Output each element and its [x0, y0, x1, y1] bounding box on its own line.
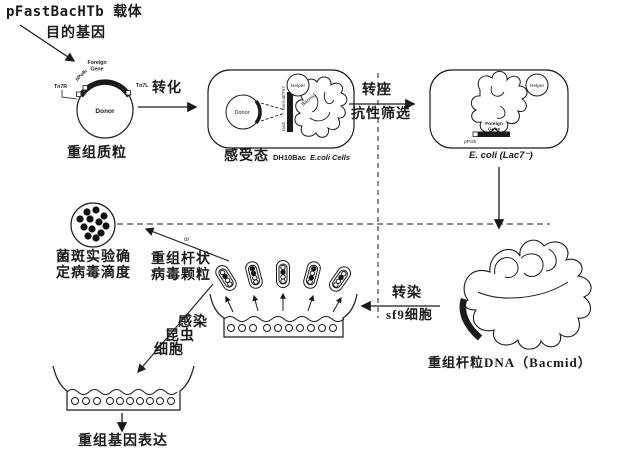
- helper-label-ecoli: Helper: [530, 83, 545, 89]
- bacmid-gene-arc: [459, 298, 483, 341]
- infect-label-1: 感染: [178, 315, 208, 330]
- virus-capsule: [303, 261, 321, 289]
- ecoli-lacz-label: E. coli (Lac7⁻): [469, 150, 533, 161]
- titer-arrow: [144, 227, 230, 262]
- plasmid-foreign-label-2: Gene: [91, 67, 104, 73]
- plaque-dots: [76, 206, 110, 242]
- helper-label-dh10bac: Helper: [291, 83, 306, 89]
- virus-capsule: [276, 260, 290, 288]
- recombinant-bacmid-blob: [470, 71, 528, 133]
- infect-label-2: 昆虫: [165, 329, 195, 344]
- virus-particles-label-1: 重组杆状: [151, 252, 211, 267]
- dh10bac-cell-group: Donor mini-attTn7 lacZ Bacmid Helper: [207, 69, 355, 149]
- guide-lines: [117, 73, 550, 318]
- transposition-dash-top: [260, 102, 286, 111]
- helper-plasmid-ecoli: [525, 73, 549, 97]
- virus-particles-group: [215, 260, 352, 292]
- bacmid-dna-outline: [463, 239, 592, 350]
- transposition-dash-bottom: [260, 112, 286, 122]
- inserted-gene-bar: [478, 131, 510, 137]
- vector-insert-arrow: [19, 24, 76, 62]
- dish-top-outline: [209, 293, 358, 338]
- gene-expression-label: 重组基因表达: [78, 434, 168, 449]
- transfection-label: 转染: [392, 286, 422, 301]
- lacz-label: lacZ: [281, 122, 287, 131]
- ecoli-cell-group: Foreign Gene pPolh Helper: [429, 69, 569, 149]
- competent-cells: E.coli Cells: [309, 153, 350, 162]
- dish-top-wave: [223, 316, 345, 322]
- or-label: or: [184, 237, 189, 243]
- resistance-screening-label: 抗性筛选: [351, 107, 411, 122]
- plasmid-promoter-label: pPolh: [74, 69, 88, 83]
- dish-bottom-wave: [66, 389, 178, 395]
- mini-atttn7-label: mini-attTn7: [281, 86, 287, 110]
- ecoli-foreign-label-2: Gene: [488, 127, 500, 133]
- virus-capsule: [328, 266, 352, 292]
- transposition-label: 转座: [362, 83, 392, 98]
- virus-capsule: [215, 265, 237, 291]
- virus-capsule: [245, 261, 263, 289]
- tn7r-label: Tn7R: [54, 84, 67, 90]
- dish-bottom-outline: [52, 365, 195, 411]
- sf9-cells-label: sf9细胞: [386, 307, 433, 322]
- vector-title: pFastBacHTb 载体: [6, 4, 143, 20]
- tn7r-site-box: [76, 91, 82, 97]
- helper-plasmid-dh10bac: [286, 73, 310, 97]
- plaque-assay-label-2: 定病毒滴度: [56, 266, 131, 281]
- promoter-box: [472, 131, 479, 137]
- infection-arrow: [137, 283, 214, 374]
- plaque-assay-label-1: 菌斑实验确: [56, 250, 131, 265]
- foreign-gene-arc: [78, 79, 132, 98]
- tn7l-site-box: [125, 90, 131, 96]
- competent-zh: 感受态: [224, 149, 269, 164]
- recombinant-bacmid-label: 重组杆粒DNA（Bacmid）: [428, 355, 592, 370]
- culture-dish-top: [209, 293, 358, 338]
- plasmid-donor-label: Donor: [95, 108, 115, 115]
- donor-label: Donor: [235, 110, 250, 116]
- recombinant-plasmid-group: Foreign Gene Tn7R Tn7L pPolh Donor: [54, 60, 149, 139]
- att-lacz-bar: [287, 92, 293, 132]
- plasmid-foreign-label-1: Foreign: [87, 60, 106, 66]
- bacmid-blob-loops: [309, 91, 335, 122]
- budding-arrows: [225, 292, 342, 313]
- tn7l-label: Tn7L: [136, 83, 149, 89]
- donor-arc: [254, 99, 262, 125]
- bacmid-dna-loops: [477, 248, 569, 299]
- ecoli-foreign-label-1: Foreign: [485, 121, 503, 127]
- bacmid-blob: [294, 76, 348, 138]
- virus-particles-label-2: 病毒颗粒: [151, 268, 211, 283]
- dish-bottom-cells: [71, 397, 175, 405]
- transformation-label: 转化: [152, 81, 182, 96]
- bacmid-dna-group: [459, 239, 592, 350]
- recombinant-plasmid-label: 重组质粒: [67, 146, 127, 161]
- ecoli-promoter-label: pPolh: [464, 139, 477, 145]
- target-gene-label: 目的基因: [46, 26, 106, 41]
- plaque-plate-group: [70, 202, 116, 248]
- infect-label-3: 细胞: [154, 343, 184, 358]
- competent-strain: DH10Bac: [273, 153, 306, 162]
- promoter-site-box: [82, 85, 88, 91]
- dish-top-cells: [227, 324, 337, 332]
- culture-dish-bottom: [52, 365, 195, 411]
- tn7r-bracket: [61, 90, 78, 100]
- competent-cell-label: 感受态 DH10Bac E.coli Cells: [224, 147, 350, 165]
- recombinant-bacmid-loops: [490, 85, 506, 119]
